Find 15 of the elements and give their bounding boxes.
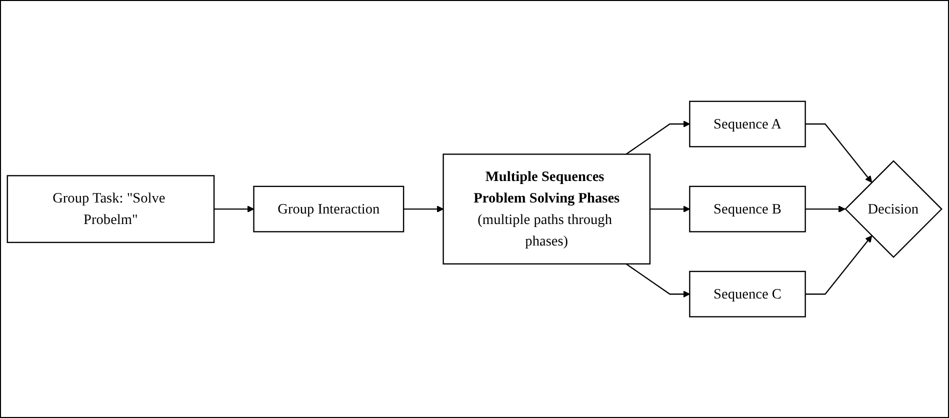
arrow xyxy=(805,235,872,295)
node-box: Group Interaction xyxy=(253,186,404,232)
arrow xyxy=(650,206,690,212)
arrow xyxy=(214,206,254,212)
node-box: Sequence C xyxy=(689,270,806,318)
arrow xyxy=(805,123,872,183)
node-box: Sequence B xyxy=(689,186,806,232)
arrow xyxy=(626,263,690,298)
arrow xyxy=(805,206,846,212)
node-box: Sequence A xyxy=(689,100,806,148)
arrow xyxy=(404,206,444,212)
node-box: Multiple Sequences Problem Solving Phases (multiple paths through phases) xyxy=(442,154,651,264)
node-box: Group Task: "Solve Probelm" xyxy=(6,175,215,243)
arrow xyxy=(626,120,690,155)
node-diamond: Decision xyxy=(844,160,942,258)
